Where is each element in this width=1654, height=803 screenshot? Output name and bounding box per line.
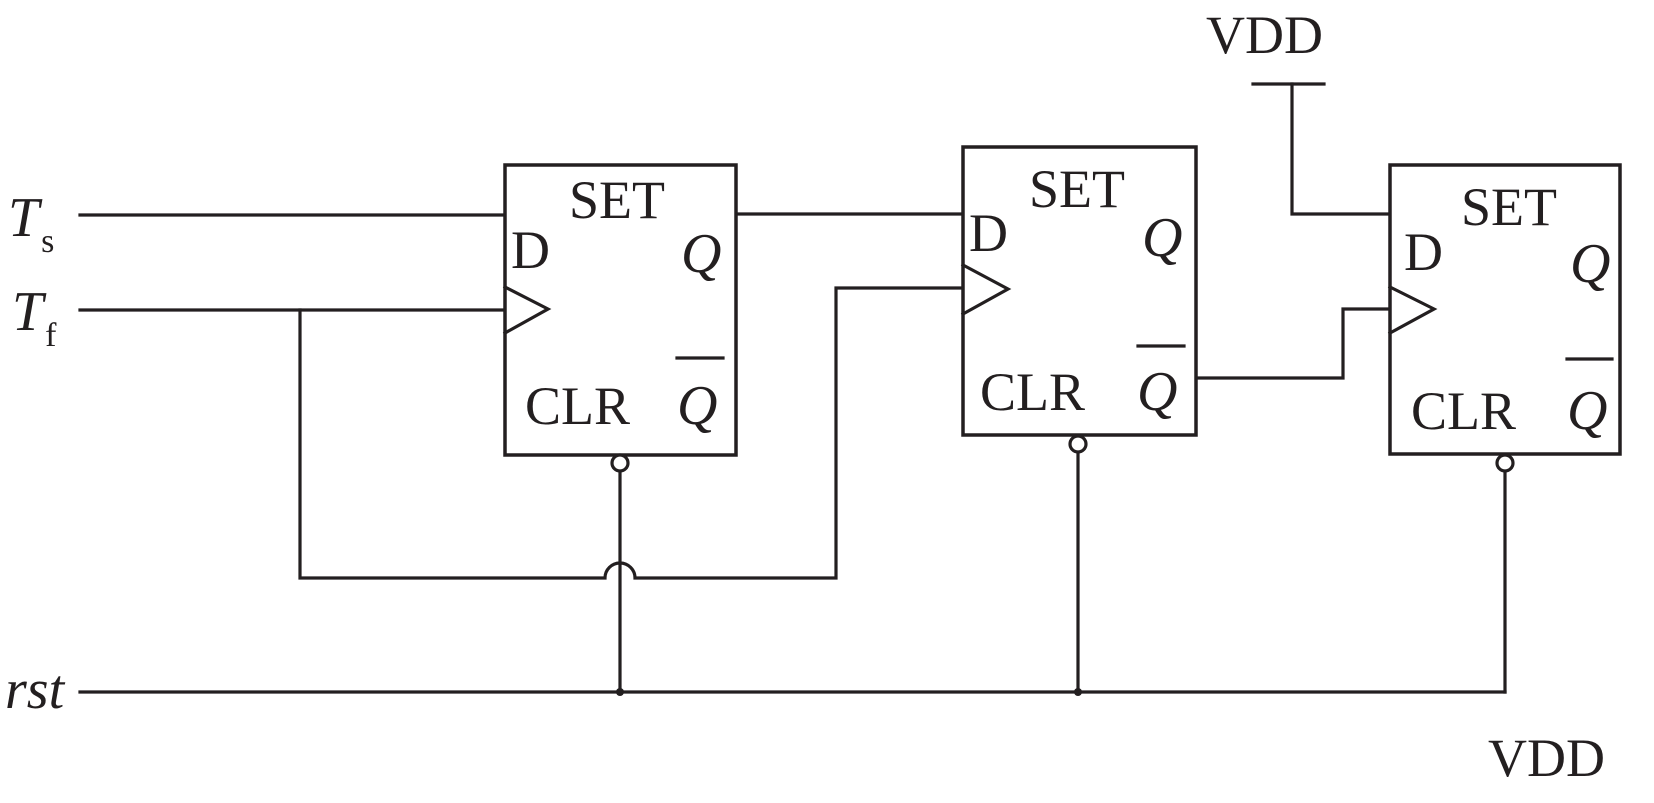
vdd-label-bottom: VDD [1488, 728, 1605, 788]
signal-tf-label: Tf [12, 281, 57, 354]
ff-qbar-label: Q [677, 375, 717, 437]
junction-dot [1074, 688, 1082, 696]
clock-triangle-icon [960, 262, 1012, 317]
ff-set-label: SET [1461, 177, 1557, 237]
inversion-bubble-icon [1068, 434, 1088, 454]
ff-q-label: Q [681, 223, 721, 285]
signal-ts-label: Ts [8, 187, 54, 260]
ff-qbar-label: Q [1137, 361, 1177, 423]
ff-q-label: Q [1142, 207, 1182, 269]
ff-q-label: Q [1570, 233, 1610, 295]
ff-clr-label: CLR [1411, 381, 1516, 441]
clock-triangle-icon [502, 284, 552, 336]
ff-body [1388, 163, 1622, 456]
signal-rst-label: rst [5, 659, 66, 721]
ff-d-label: D [1404, 222, 1443, 282]
vdd-label-top: VDD [1206, 5, 1323, 65]
ff-d-label: D [969, 203, 1008, 263]
wire-ff2-qbar-to-ff3-clk [1194, 307, 1392, 380]
junction-dot [616, 688, 624, 696]
ff-d-label: D [511, 220, 550, 280]
ff-set-label: SET [569, 170, 665, 230]
wire-vdd-to-ff3-d [1290, 82, 1392, 216]
ff-clr-label: CLR [525, 376, 630, 436]
wires [78, 82, 1507, 696]
flip-flop-2: SET D Q CLR Q [960, 145, 1198, 454]
ff-set-label: SET [1029, 159, 1125, 219]
flip-flop-1: SET D Q CLR Q [502, 163, 738, 473]
ff-qbar-label: Q [1567, 380, 1607, 442]
clock-triangle-icon [1387, 284, 1438, 336]
inversion-bubble-icon [610, 453, 630, 473]
ff-clr-label: CLR [980, 362, 1085, 422]
flip-flop-3: SET D Q CLR Q [1387, 163, 1622, 473]
inversion-bubble-icon [1495, 453, 1515, 473]
